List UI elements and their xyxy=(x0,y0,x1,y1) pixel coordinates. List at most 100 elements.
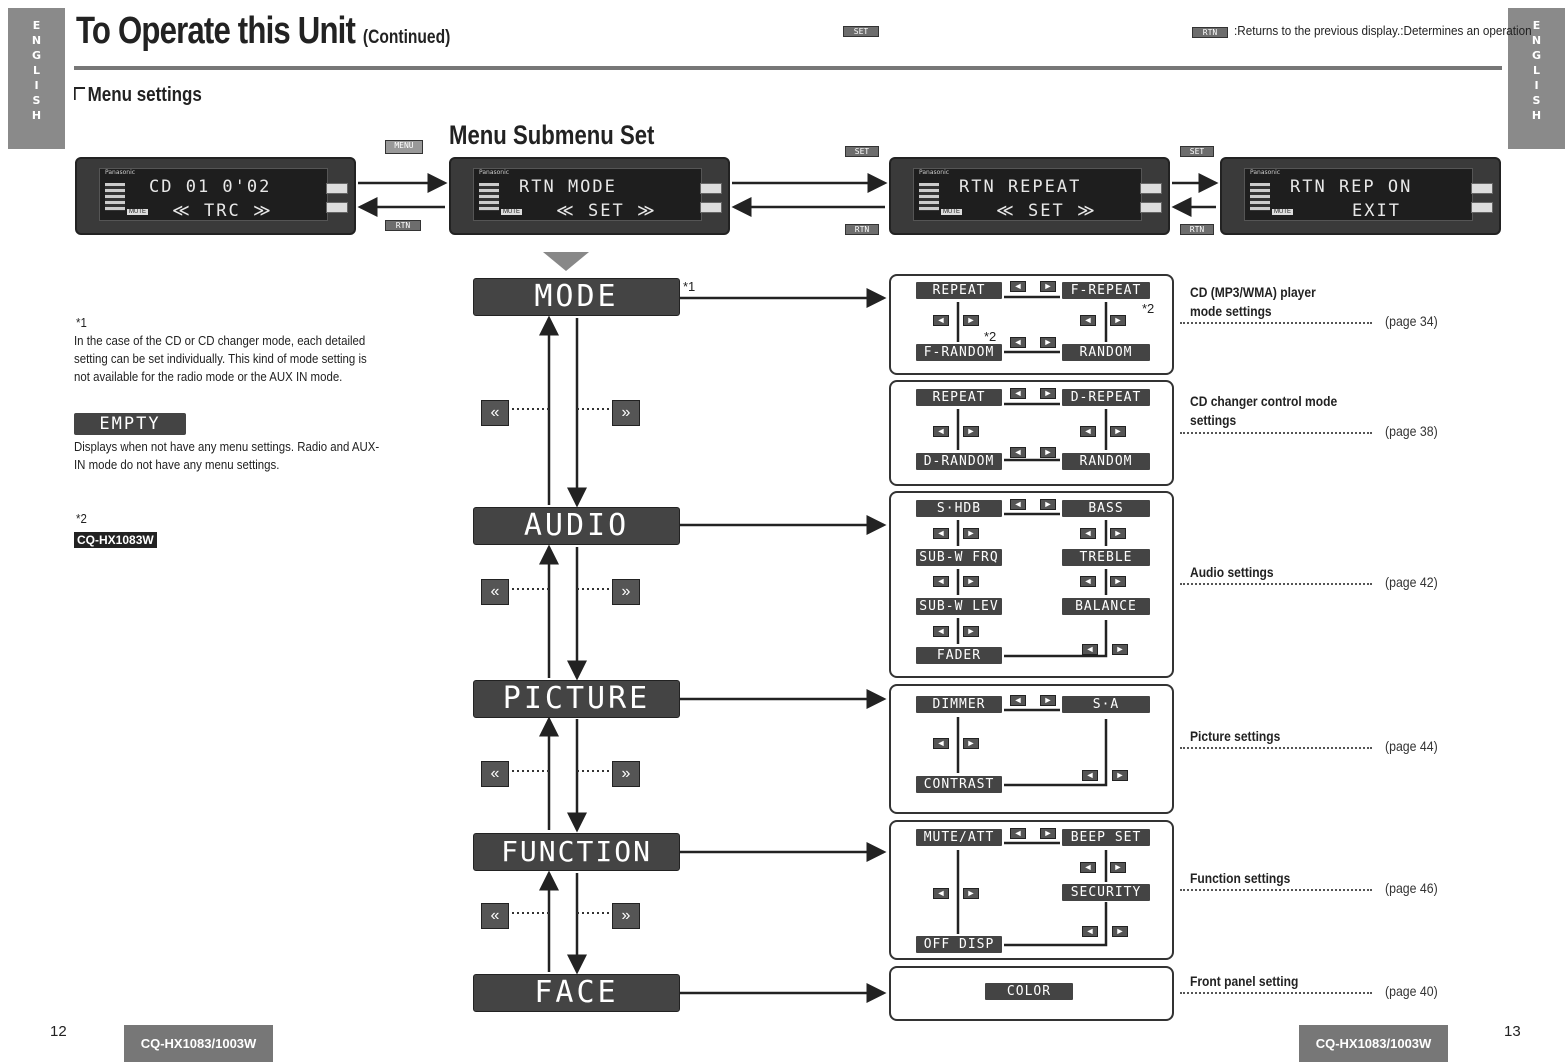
title-rule xyxy=(74,66,1502,70)
footnote-mark: *2 xyxy=(1142,301,1155,316)
arrow-keys-icon: ◄► xyxy=(1010,828,1056,839)
arrow-keys-icon: ◄► xyxy=(933,626,979,637)
arrow-keys-icon: ◄► xyxy=(933,738,979,749)
set-button-icon: SET xyxy=(1180,146,1214,157)
submenu-balance: BALANCE xyxy=(1062,598,1150,615)
footnote-1-text: In the case of the CD or CD changer mode… xyxy=(74,333,367,384)
submenu-s-hdb: S·HDB xyxy=(916,500,1002,517)
model-tag: CQ-HX1083W xyxy=(74,532,157,548)
footnote-2-mark: *2 xyxy=(76,511,87,526)
arrow-keys-icon: ◄► xyxy=(933,426,979,437)
leader-dots xyxy=(1180,322,1372,324)
submenu-sub-w-frq: SUB-W FRQ xyxy=(916,549,1002,566)
page-ref: (page 42) xyxy=(1385,574,1438,590)
arrow-keys-icon: ◄► xyxy=(1010,388,1056,399)
arrow-keys-icon: ◄► xyxy=(933,315,979,326)
empty-description: Displays when not have any menu settings… xyxy=(74,439,380,472)
mode-footnote-mark: *1 xyxy=(683,279,696,294)
submenu-mute-att: MUTE/ATT xyxy=(916,829,1002,846)
arrow-keys-icon: ◄► xyxy=(1082,770,1128,781)
leader-dots xyxy=(1180,747,1372,749)
arrow-keys-icon: ◄► xyxy=(1080,576,1126,587)
page-ref: (page 46) xyxy=(1385,880,1438,896)
label-picture-settings: Picture settings xyxy=(1190,728,1281,744)
label-function-settings: Function settings xyxy=(1190,870,1291,886)
header-note: :Returns to the previous display.:Determ… xyxy=(1234,23,1532,38)
left-nav-icon: « xyxy=(481,761,509,787)
rtn-button-icon: RTN xyxy=(385,220,421,231)
group-function xyxy=(889,820,1174,960)
right-nav-icon: » xyxy=(612,903,640,929)
arrow-keys-icon: ◄► xyxy=(1082,926,1128,937)
left-nav-icon: « xyxy=(481,903,509,929)
submenu-treble: TREBLE xyxy=(1062,549,1150,566)
submenu-repeat: REPEAT xyxy=(916,282,1002,299)
page-ref: (page 34) xyxy=(1385,313,1438,329)
arrow-keys-icon: ◄► xyxy=(933,888,979,899)
flow-heading: Menu Submenu Set xyxy=(449,120,655,150)
arrow-keys-icon: ◄► xyxy=(933,576,979,587)
submenu-security: SECURITY xyxy=(1062,884,1150,901)
arrow-keys-icon: ◄► xyxy=(1010,447,1056,458)
left-nav-icon: « xyxy=(481,579,509,605)
submenu-repeat: REPEAT xyxy=(916,389,1002,406)
arrow-keys-icon: ◄► xyxy=(933,528,979,539)
group-audio xyxy=(889,491,1174,678)
menu-picture: PICTURE xyxy=(473,680,680,718)
leader-dots xyxy=(1180,432,1372,434)
group-face xyxy=(889,966,1174,1021)
submenu-bass: BASS xyxy=(1062,500,1150,517)
arrow-keys-icon: ◄► xyxy=(1082,644,1128,655)
arrow-keys-icon: ◄► xyxy=(1080,862,1126,873)
submenu-s-a: S·A xyxy=(1062,696,1150,713)
menu-function: FUNCTION xyxy=(473,833,680,871)
submenu-off-disp: OFF DISP xyxy=(916,936,1002,953)
right-nav-icon: » xyxy=(612,761,640,787)
menu-face: FACE xyxy=(473,974,680,1012)
arrow-keys-icon: ◄► xyxy=(1010,499,1056,510)
menu-button-icon: MENU xyxy=(385,140,423,154)
arrow-keys-icon: ◄► xyxy=(1010,337,1056,348)
submenu-f-repeat: F-REPEAT xyxy=(1062,282,1150,299)
right-nav-icon: » xyxy=(612,579,640,605)
arrow-keys-icon: ◄► xyxy=(1080,315,1126,326)
submenu-dimmer: DIMMER xyxy=(916,696,1002,713)
footer-model-left: CQ-HX1083/1003W xyxy=(124,1025,273,1062)
menu-mode: MODE xyxy=(473,278,680,316)
empty-display-label: EMPTY xyxy=(74,413,186,435)
leader-dots xyxy=(1180,889,1372,891)
rtn-button-icon: RTN xyxy=(845,224,879,235)
rtn-button-legend: RTN xyxy=(1192,27,1228,38)
group-picture xyxy=(889,684,1174,814)
label-audio-settings: Audio settings xyxy=(1190,564,1274,580)
page-ref: (page 44) xyxy=(1385,738,1438,754)
label-front-panel-setting: Front panel setting xyxy=(1190,973,1299,989)
page-title: To Operate this Unit (Continued) xyxy=(76,10,451,52)
page-number-left: 12 xyxy=(50,1023,67,1040)
footer-model-right: CQ-HX1083/1003W xyxy=(1299,1025,1448,1062)
submenu-random: RANDOM xyxy=(1062,453,1150,470)
group-mode-cd xyxy=(889,274,1174,375)
page-ref: (page 40) xyxy=(1385,983,1438,999)
submenu-contrast: CONTRAST xyxy=(916,776,1002,793)
leader-dots xyxy=(1180,583,1372,585)
group-mode-changer xyxy=(889,380,1174,486)
section-heading: Menu settings xyxy=(74,84,202,107)
set-button-icon: SET xyxy=(845,146,879,157)
left-nav-icon: « xyxy=(481,400,509,426)
submenu-beep-set: BEEP SET xyxy=(1062,829,1150,846)
page-ref: (page 38) xyxy=(1385,423,1438,439)
footnote-1-mark: *1 xyxy=(76,315,87,330)
submenu-color: COLOR xyxy=(985,983,1073,1000)
submenu-d-random: D-RANDOM xyxy=(916,453,1002,470)
rtn-button-icon: RTN xyxy=(1180,224,1214,235)
submenu-d-repeat: D-REPEAT xyxy=(1062,389,1150,406)
